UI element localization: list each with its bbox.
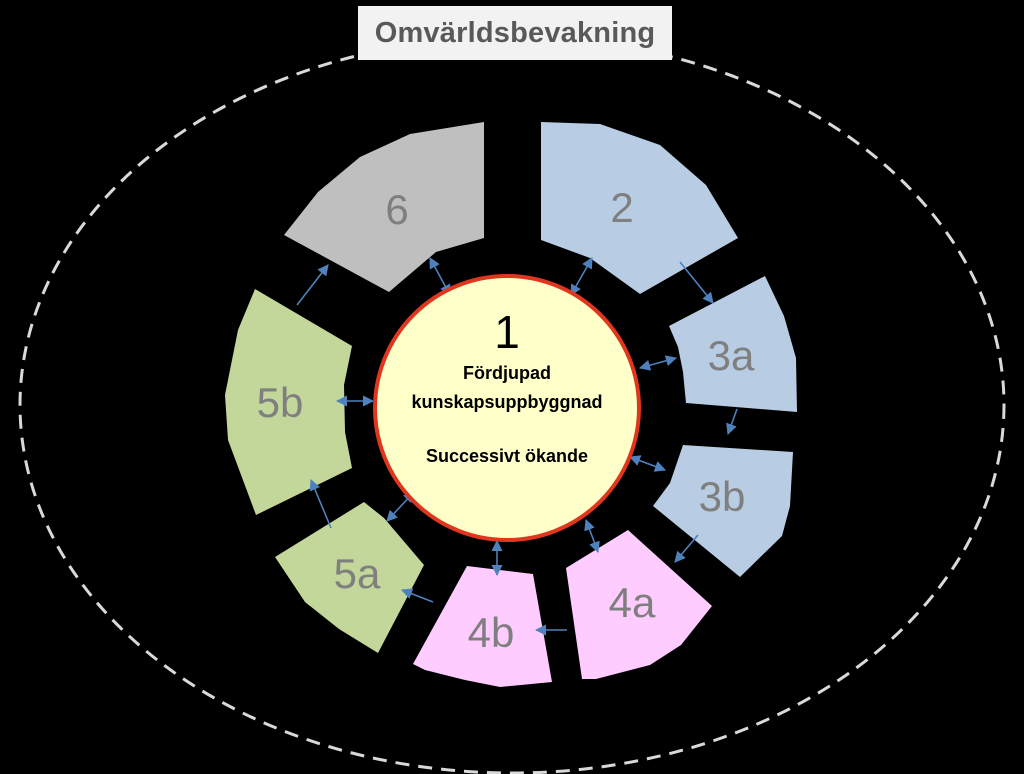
center-line-2: kunskapsuppbyggnad: [411, 392, 602, 412]
segment-6-shape: [284, 122, 484, 292]
arrow-5a-to-5b: [309, 478, 332, 529]
segment-3a: 3a: [669, 276, 797, 412]
arrow-center-3b: [628, 455, 667, 472]
arrow-3b-to-4a: [674, 534, 699, 563]
diagram-title: Omvärldsbevakning: [374, 16, 656, 49]
arrow-4b-to-5a: [400, 588, 434, 603]
segment-4b: 4b: [413, 566, 552, 687]
segments-layer: 2 3a 3b 4a 4b 5a 5b 6: [225, 122, 797, 687]
arrow-5b-to-6: [296, 264, 329, 306]
arrow-center-4a: [584, 518, 600, 554]
segment-6-label: 6: [385, 186, 408, 233]
segment-4a-label: 4a: [609, 579, 656, 626]
center-number: 1: [494, 306, 520, 358]
segment-3a-shape: [669, 276, 797, 412]
arrow-center-3a: [638, 355, 678, 371]
arrows-layer: [296, 257, 738, 636]
title-box: Omvärldsbevakning: [358, 6, 672, 60]
segment-6: 6: [284, 122, 484, 292]
segment-5b: 5b: [225, 289, 352, 515]
segment-4a: 4a: [566, 530, 712, 679]
segment-3a-label: 3a: [708, 332, 755, 379]
segment-4b-label: 4b: [468, 609, 515, 656]
segment-5a-shape: [275, 502, 424, 653]
center-line-1: Fördjupad: [463, 363, 551, 383]
segment-5b-shape: [225, 289, 352, 515]
arrow-3a-to-3b: [726, 408, 738, 436]
segment-5b-label: 5b: [257, 379, 304, 426]
center-line-3: Successivt ökande: [426, 446, 588, 466]
segment-5a: 5a: [275, 502, 424, 653]
segment-3b-label: 3b: [699, 473, 746, 520]
segment-2-label: 2: [610, 184, 633, 231]
segment-5a-label: 5a: [334, 550, 381, 597]
arrow-center-2: [570, 257, 593, 296]
center-circle: 1 Fördjupad kunskapsuppbyggnad Successiv…: [373, 274, 641, 542]
segment-4a-shape: [566, 530, 712, 679]
segment-2-shape: [541, 122, 738, 294]
center-disc: [373, 274, 641, 542]
segment-3b: 3b: [653, 445, 793, 577]
arrow-2-to-3a: [679, 261, 714, 304]
segment-2: 2: [541, 122, 738, 294]
segment-3b-shape: [653, 445, 793, 577]
segment-4b-shape: [413, 566, 552, 687]
